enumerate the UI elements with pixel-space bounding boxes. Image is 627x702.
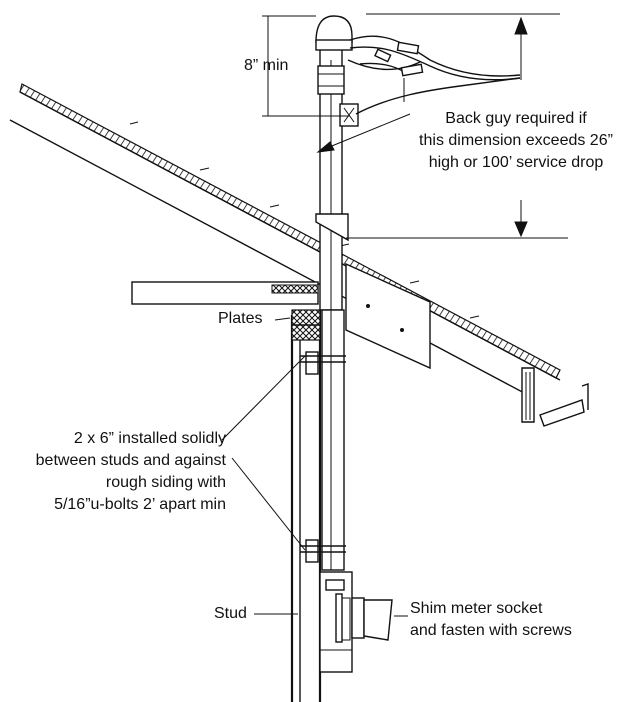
rafter-block: [345, 262, 431, 370]
roof-deck-bottom: [9, 119, 529, 396]
two-by-six-line-2: between studs and against: [35, 452, 226, 469]
weatherhead-cap: [315, 15, 353, 43]
gutter: [539, 399, 585, 427]
leader-plates: [274, 317, 291, 321]
shim-note: Shim meter socket and fasten with screws: [410, 598, 572, 642]
roof-flashing: [315, 213, 349, 242]
two-by-six-line-3: rough siding with: [105, 474, 226, 491]
min-height-label: 8” min: [244, 57, 289, 74]
blocking: [221, 317, 346, 563]
insulator-2: [400, 63, 424, 77]
fascia-board: [521, 367, 535, 423]
roof-deck-top: [19, 91, 561, 381]
leader-lower: [231, 457, 306, 551]
meter-ring: [351, 597, 365, 639]
mast-pipe-lower: [321, 309, 345, 571]
arrow-up: [514, 16, 528, 35]
two-by-six-note: 2 x 6” installed solidly between studs a…: [4, 428, 226, 516]
drip-loop-2: [347, 59, 421, 71]
plates-label: Plates: [218, 310, 263, 327]
joist-hatch: [271, 284, 319, 294]
service-drop: [347, 35, 521, 115]
back-guy-leader: [321, 113, 411, 151]
stud-label: Stud: [214, 605, 247, 622]
drop-wire-1: [349, 35, 521, 77]
mast-coupling: [317, 65, 345, 95]
insulator-1: [396, 41, 420, 55]
weatherhead-band: [315, 39, 353, 51]
back-guy-line-3: high or 100’ service drop: [428, 154, 604, 171]
block-lower: [305, 539, 319, 563]
back-guy-note: Back guy required if this dimension exce…: [400, 108, 627, 174]
leader-upper: [221, 355, 306, 441]
shingle-tabs: [129, 121, 480, 319]
back-guy-line-2: this dimension exceeds 26”: [419, 132, 613, 149]
gutter-lip: [581, 383, 589, 410]
arrow-down: [514, 221, 528, 238]
drip-loop: [359, 62, 405, 73]
service-mast: [315, 15, 359, 571]
roof: [9, 83, 589, 427]
shim-line-1: Shim meter socket: [410, 600, 543, 617]
two-by-six-line-1: 2 x 6” installed solidly: [73, 430, 226, 447]
two-by-six-line-4: 5/16”u-bolts 2’ apart min: [54, 496, 226, 513]
meter-globe: [363, 599, 393, 641]
u-bolt-lower: [300, 545, 346, 553]
insulator-3: [374, 48, 392, 63]
shim-line-2: and fasten with screws: [410, 622, 572, 639]
back-guy-arrow: [316, 141, 335, 153]
back-guy-line-1: Back guy required if: [445, 110, 587, 127]
u-bolt-upper: [300, 355, 346, 363]
ceiling-joist: [131, 281, 319, 305]
meter-socket: [254, 571, 408, 673]
dimensions: [262, 13, 568, 239]
drop-wire-3: [355, 77, 521, 115]
block-upper: [305, 351, 319, 375]
guy-clamp: [339, 103, 359, 127]
drop-wire-2: [349, 46, 521, 81]
